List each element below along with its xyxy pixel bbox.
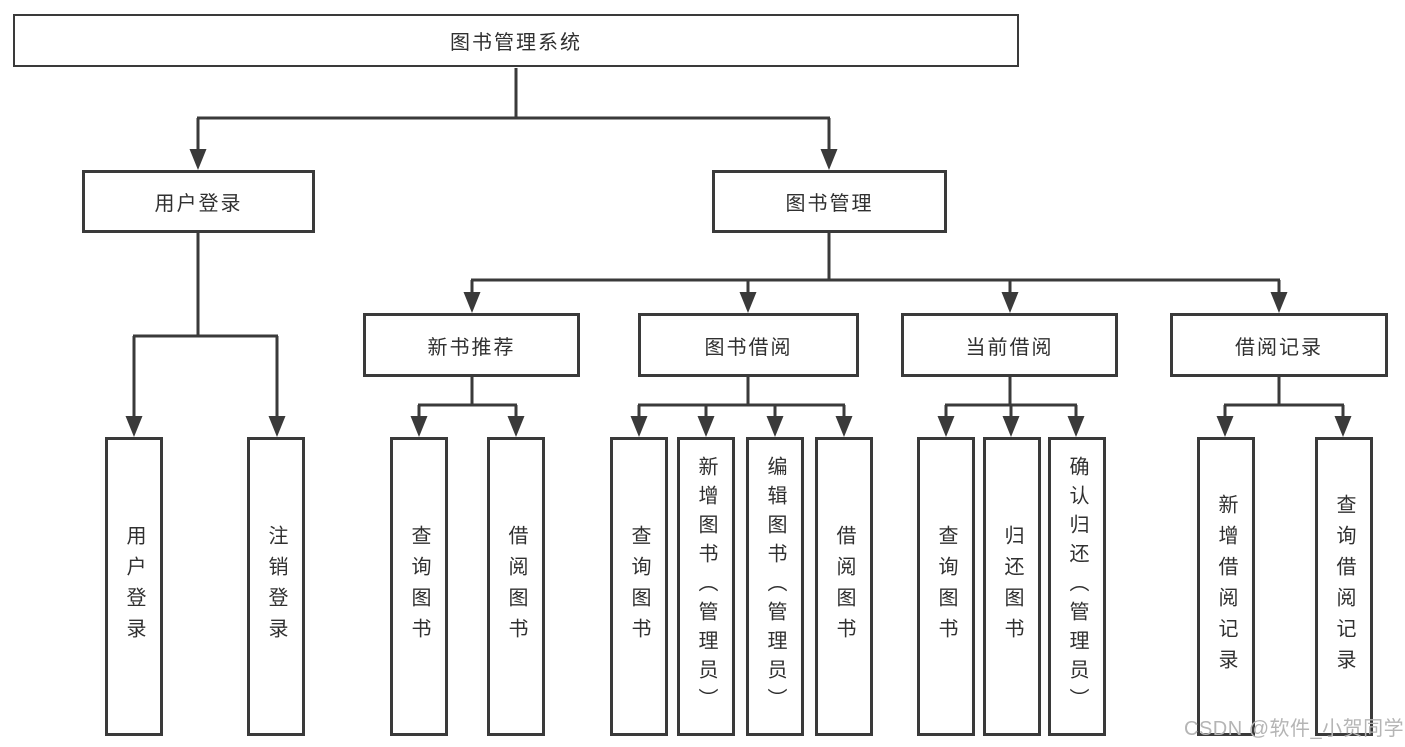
node-borrowing-records-label: 借阅记录	[1235, 336, 1323, 359]
node-book-management: 图书管理	[712, 170, 947, 233]
leaf-borrow-book-1-label: 借阅图书	[505, 524, 527, 649]
node-user-login-label: 用户登录	[154, 193, 243, 215]
leaf-query-book-under-current: 查询图书	[917, 437, 975, 736]
node-book-borrowing: 图书借阅	[638, 313, 859, 377]
node-new-book-recommend: 新书推荐	[363, 313, 580, 377]
node-book-management-label: 图书管理	[785, 193, 874, 215]
node-current-borrowing-label: 当前借阅	[965, 336, 1054, 359]
leaf-edit-book-admin: 编辑图书（管理员）	[746, 437, 804, 736]
leaf-borrow-book-2-label: 借阅图书	[833, 524, 855, 649]
node-book-borrowing-label: 图书借阅	[704, 336, 793, 359]
leaf-query-borrow-record: 查询借阅记录	[1315, 437, 1373, 736]
leaf-add-borrow-record: 新增借阅记录	[1197, 437, 1255, 736]
node-current-borrowing: 当前借阅	[901, 313, 1118, 377]
leaf-borrow-book-under-recommend: 借阅图书	[487, 437, 545, 736]
node-root-label: 图书管理系统	[450, 32, 582, 54]
leaf-user-login-label: 用户登录	[123, 524, 145, 649]
leaf-confirm-return-label: 确认归还（管理员）	[1066, 456, 1088, 717]
leaf-user-login: 用户登录	[105, 437, 163, 736]
leaf-query-book-under-recommend: 查询图书	[390, 437, 448, 736]
leaf-query-record-label: 查询借阅记录	[1333, 493, 1355, 680]
leaf-add-book-admin: 新增图书（管理员）	[677, 437, 735, 736]
csdn-watermark: CSDN @软件_小贺同学	[1184, 718, 1405, 740]
leaf-query-book-3-label: 查询图书	[935, 524, 957, 649]
node-user-login: 用户登录	[82, 170, 315, 233]
leaf-query-book-under-borrowing: 查询图书	[610, 437, 668, 736]
leaf-logout: 注销登录	[247, 437, 305, 736]
leaf-logout-label: 注销登录	[265, 524, 287, 649]
node-new-book-recommend-label: 新书推荐	[427, 336, 516, 359]
leaf-edit-book-label: 编辑图书（管理员）	[764, 456, 786, 717]
node-borrowing-records: 借阅记录	[1170, 313, 1388, 377]
node-root-system: 图书管理系统	[13, 14, 1019, 67]
leaf-add-book-label: 新增图书（管理员）	[695, 456, 717, 717]
leaf-add-record-label: 新增借阅记录	[1215, 493, 1237, 680]
leaf-return-book-label: 归还图书	[1001, 524, 1023, 649]
leaf-confirm-return-admin: 确认归还（管理员）	[1048, 437, 1106, 736]
leaf-query-book-2-label: 查询图书	[628, 524, 650, 649]
leaf-borrow-book-under-borrowing: 借阅图书	[815, 437, 873, 736]
leaf-query-book-1-label: 查询图书	[408, 524, 430, 649]
leaf-return-book: 归还图书	[983, 437, 1041, 736]
